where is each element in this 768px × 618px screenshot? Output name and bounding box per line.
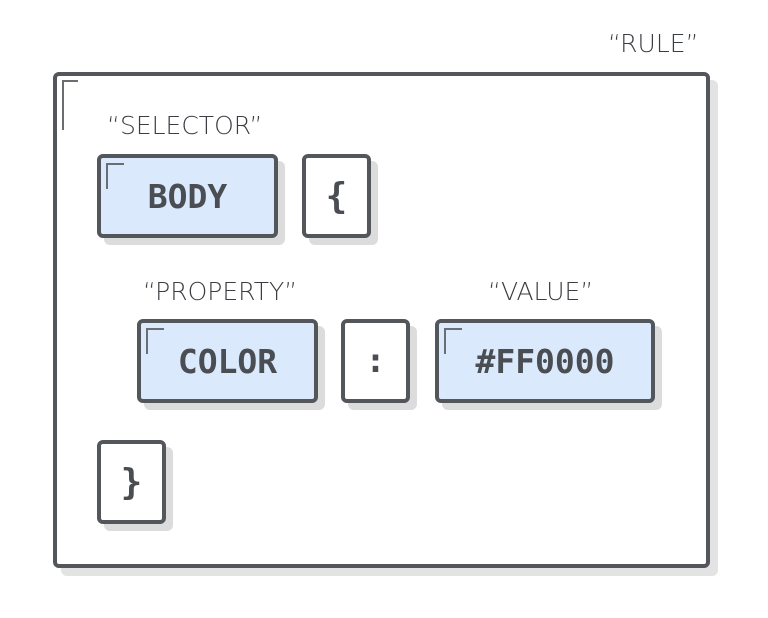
close-brace-token: } xyxy=(97,440,166,524)
value-label: “VALUE” xyxy=(488,277,594,306)
close-brace-text: } xyxy=(120,461,143,503)
rule-label: “RULE” xyxy=(608,29,699,58)
value-text: #FF0000 xyxy=(475,341,615,381)
property-text: COLOR xyxy=(177,341,278,381)
frame-corner-mark xyxy=(62,80,78,130)
value-corner-mark xyxy=(444,328,462,354)
property-label: “PROPERTY” xyxy=(143,277,298,306)
selector-label: “SELECTOR” xyxy=(107,111,263,140)
property-token: COLOR xyxy=(137,319,318,403)
value-token: #FF0000 xyxy=(435,319,655,403)
colon-text: : xyxy=(365,341,386,381)
property-corner-mark xyxy=(146,328,164,354)
open-brace-token: { xyxy=(302,154,371,238)
selector-corner-mark xyxy=(106,163,124,189)
colon-token: : xyxy=(341,319,410,403)
selector-token: BODY xyxy=(97,154,278,238)
selector-text: BODY xyxy=(147,176,228,216)
open-brace-text: { xyxy=(325,175,348,217)
